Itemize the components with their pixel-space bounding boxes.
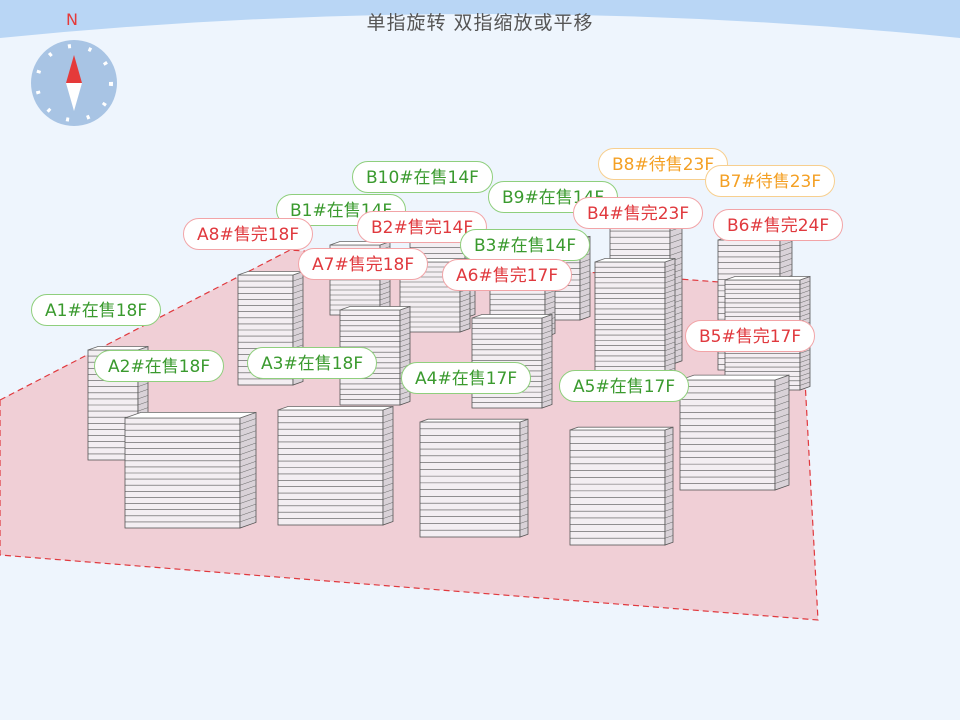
building-tag-a6[interactable]: A6#售完17F (442, 259, 573, 291)
tower-a2[interactable] (124, 411, 257, 529)
north-label: N (66, 10, 78, 29)
building-tag-b4[interactable]: B4#售完23F (573, 197, 704, 229)
tower-a4[interactable] (419, 418, 529, 538)
tower-a5[interactable] (569, 426, 674, 546)
building-tag-a3[interactable]: A3#在售18F (247, 347, 378, 379)
building-tag-a8[interactable]: A8#售完18F (183, 218, 314, 250)
compass-icon[interactable] (30, 40, 120, 126)
sky-arc (0, 0, 960, 38)
building-tag-a5[interactable]: A5#在售17F (559, 370, 690, 402)
tower-b4[interactable] (594, 257, 676, 383)
building-tag-b10[interactable]: B10#在售14F (352, 161, 493, 193)
building-tag-b3[interactable]: B3#在售14F (460, 229, 591, 261)
building-tag-b6[interactable]: B6#售完24F (713, 209, 844, 241)
building-tag-a1[interactable]: A1#在售18F (31, 294, 162, 326)
tower-a3[interactable] (277, 405, 394, 526)
building-tag-b7[interactable]: B7#待售23F (705, 165, 836, 197)
building-tag-a2[interactable]: A2#在售18F (94, 350, 225, 382)
building-tag-b8[interactable]: B8#待售23F (598, 148, 729, 180)
gesture-hint: 单指旋转 双指缩放或平移 (366, 12, 594, 34)
building-tag-a7[interactable]: A7#售完18F (298, 248, 429, 280)
building-tag-a4[interactable]: A4#在售17F (401, 362, 532, 394)
building-tag-b5[interactable]: B5#售完17F (685, 320, 816, 352)
tower-b5[interactable] (679, 374, 790, 491)
